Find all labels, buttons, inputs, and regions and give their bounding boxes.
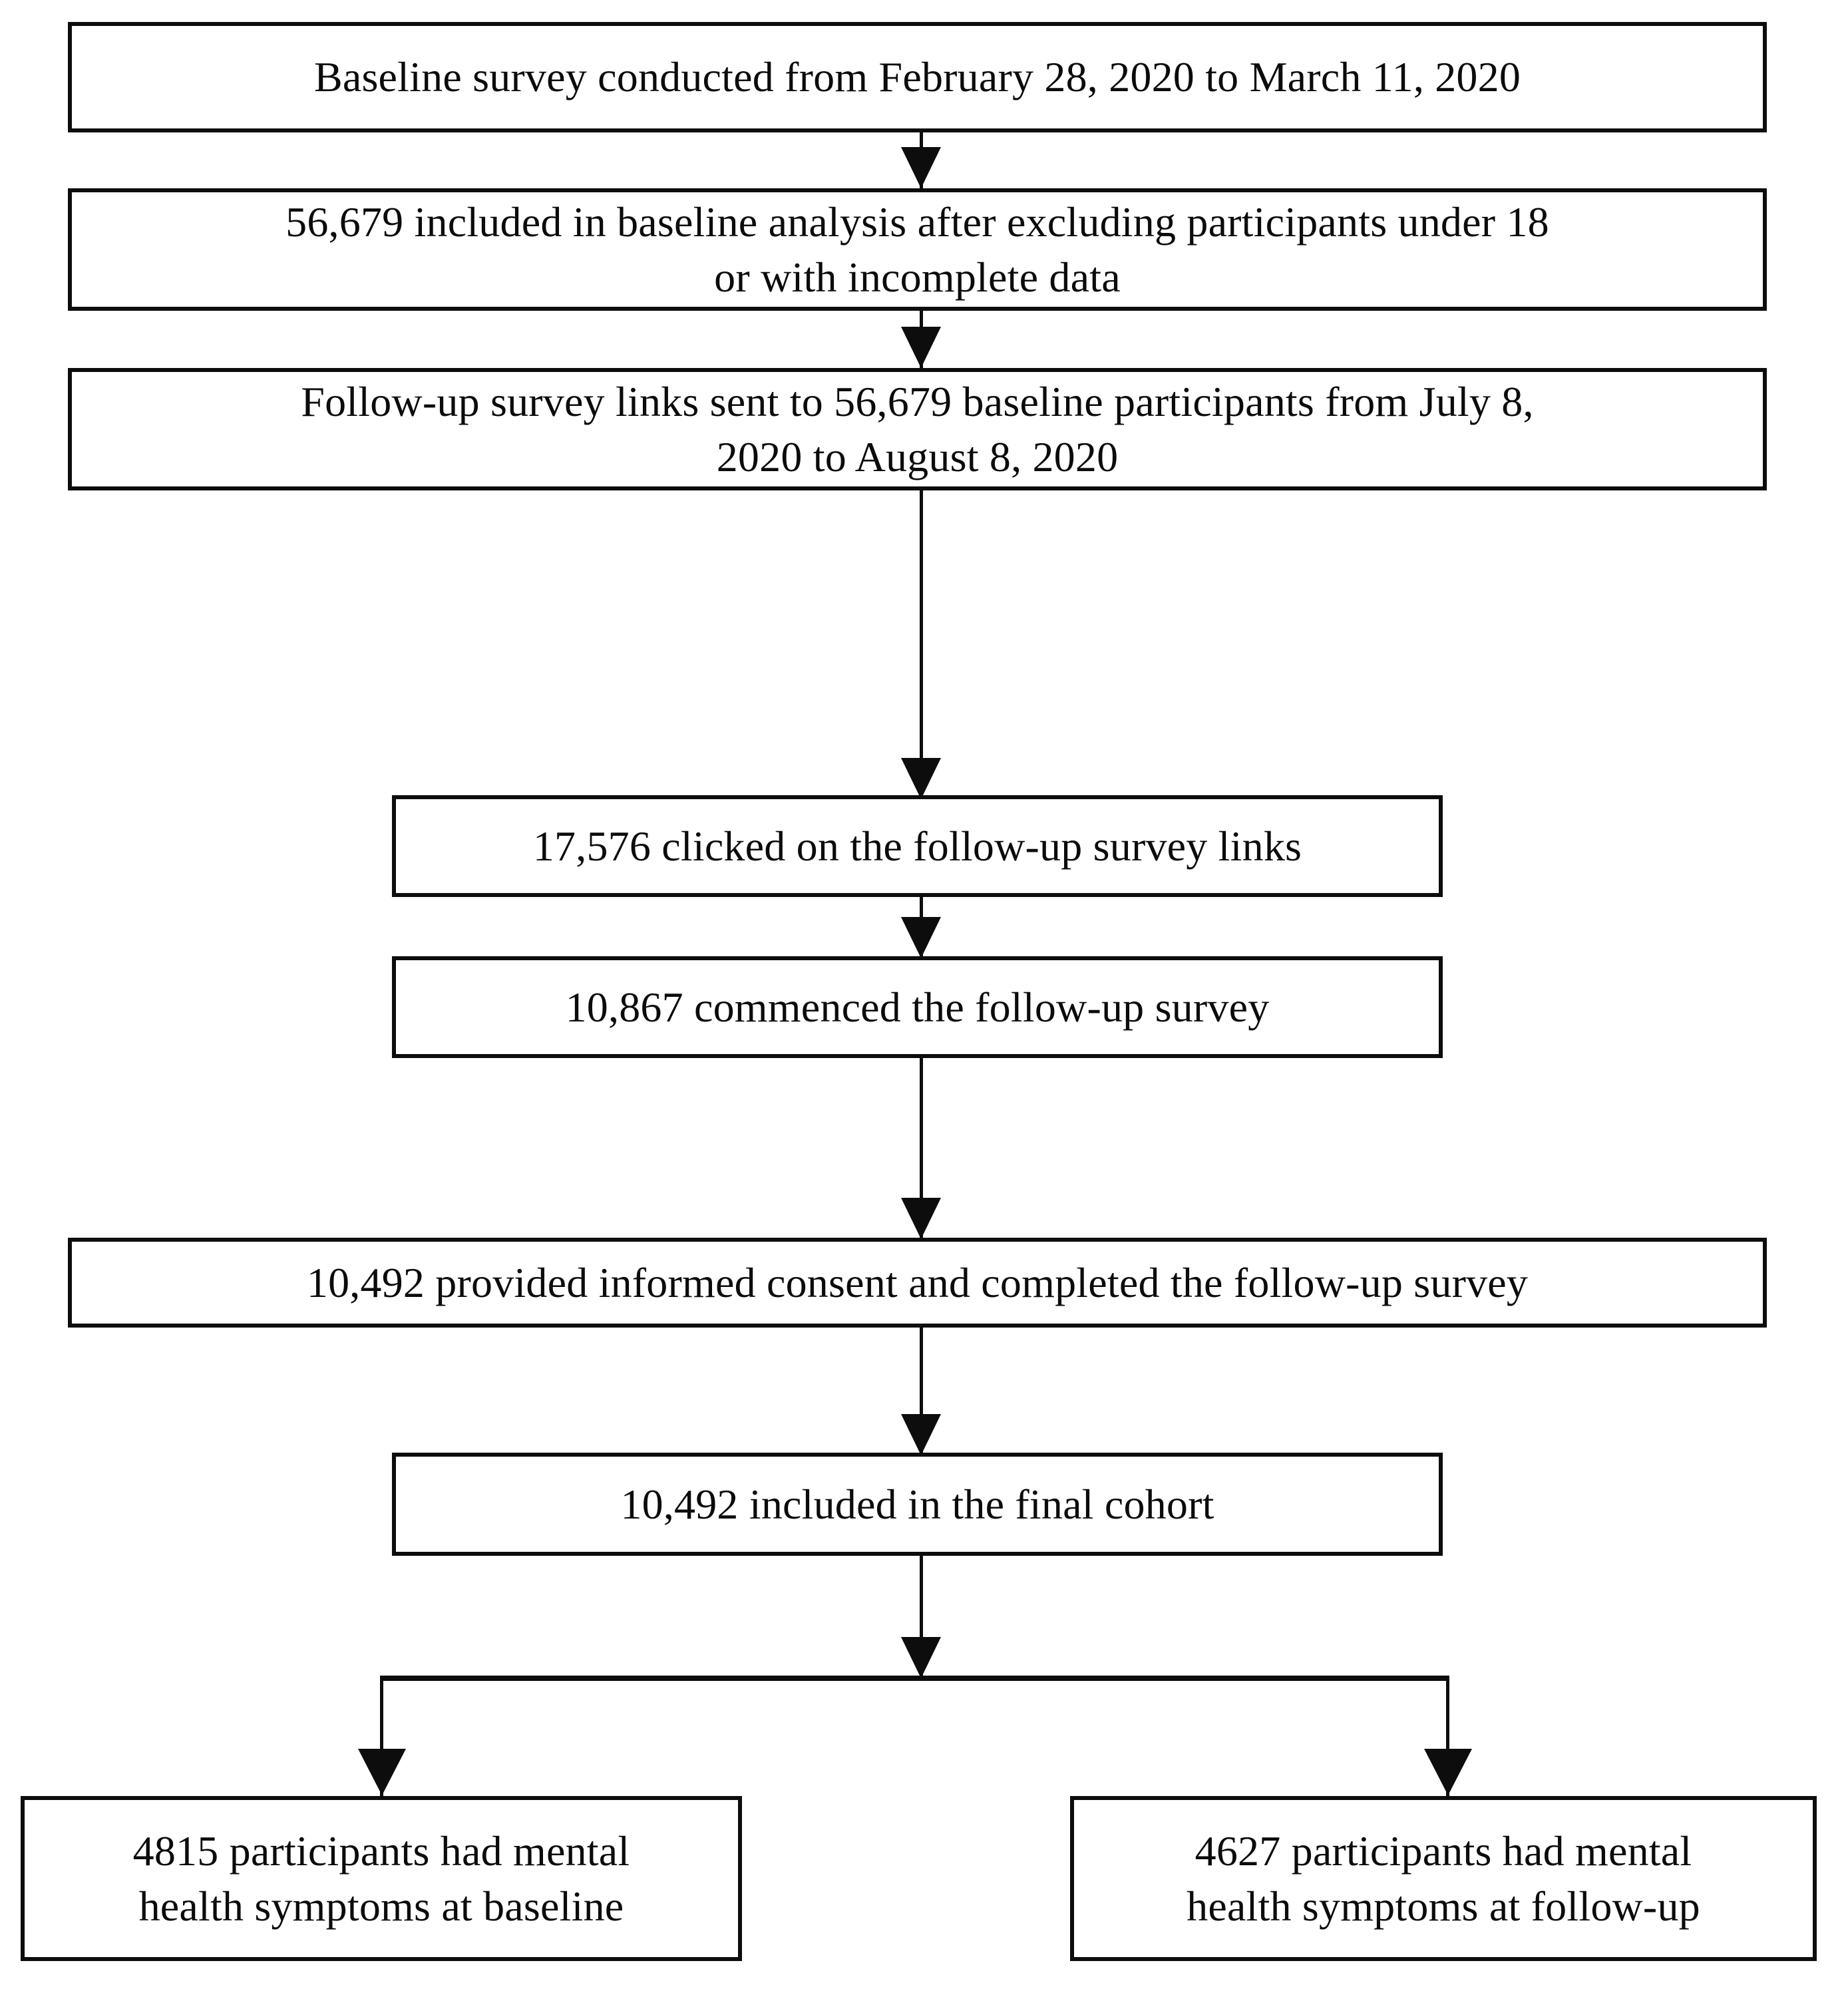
- node-consent-and-completed-label: 10,492 provided informed consent and com…: [306, 1258, 1529, 1306]
- node-clicked-followup-links: 17,576 clicked on the follow-up survey l…: [392, 795, 1443, 897]
- node-symptoms-at-baseline: 4815 participants had mental health symp…: [21, 1796, 742, 1961]
- node-clicked-followup-links-label: 17,576 clicked on the follow-up survey l…: [532, 822, 1302, 870]
- node-consent-and-completed: 10,492 provided informed consent and com…: [68, 1238, 1767, 1328]
- connector-5-6-arrowhead: [901, 1198, 941, 1239]
- node-followup-links-sent: Follow-up survey links sent to 56,679 ba…: [68, 368, 1767, 490]
- connector-2-3-arrowhead: [901, 327, 941, 368]
- connector-6-7-line: [920, 1328, 923, 1455]
- node-final-cohort: 10,492 included in the final cohort: [392, 1453, 1443, 1556]
- node-commenced-followup-survey-label: 10,867 commenced the follow-up survey: [565, 983, 1270, 1031]
- connector-7-split-arrowhead: [901, 1637, 941, 1678]
- node-symptoms-at-followup-label: 4627 participants had mental health symp…: [1187, 1827, 1700, 1930]
- connector-4-5-arrowhead: [901, 917, 941, 958]
- node-symptoms-at-followup: 4627 participants had mental health symp…: [1070, 1796, 1817, 1961]
- node-symptoms-at-baseline-label: 4815 participants had mental health symp…: [132, 1827, 630, 1930]
- node-baseline-analysis-included: 56,679 included in baseline analysis aft…: [68, 188, 1767, 311]
- branch-left-arrowhead: [358, 1749, 406, 1795]
- branch-left-line: [380, 1680, 383, 1796]
- branch-right-line: [1446, 1680, 1449, 1796]
- branch-right-arrowhead: [1424, 1749, 1472, 1795]
- connector-5-6-line: [920, 1058, 923, 1240]
- node-baseline-survey-period: Baseline survey conducted from February …: [68, 22, 1767, 132]
- connector-3-4-arrowhead: [901, 758, 941, 799]
- node-baseline-survey-period-label: Baseline survey conducted from February …: [313, 53, 1521, 101]
- connector-1-2-arrowhead: [901, 147, 941, 188]
- connector-7-split-line: [920, 1556, 923, 1680]
- node-commenced-followup-survey: 10,867 commenced the follow-up survey: [392, 956, 1443, 1058]
- branch-split-bar: [380, 1676, 1449, 1681]
- node-final-cohort-label: 10,492 included in the final cohort: [620, 1480, 1214, 1528]
- node-baseline-analysis-included-label: 56,679 included in baseline analysis aft…: [285, 198, 1549, 301]
- connector-6-7-arrowhead: [901, 1414, 941, 1455]
- node-followup-links-sent-label: Follow-up survey links sent to 56,679 ba…: [301, 377, 1534, 480]
- connector-3-4-line: [920, 490, 923, 799]
